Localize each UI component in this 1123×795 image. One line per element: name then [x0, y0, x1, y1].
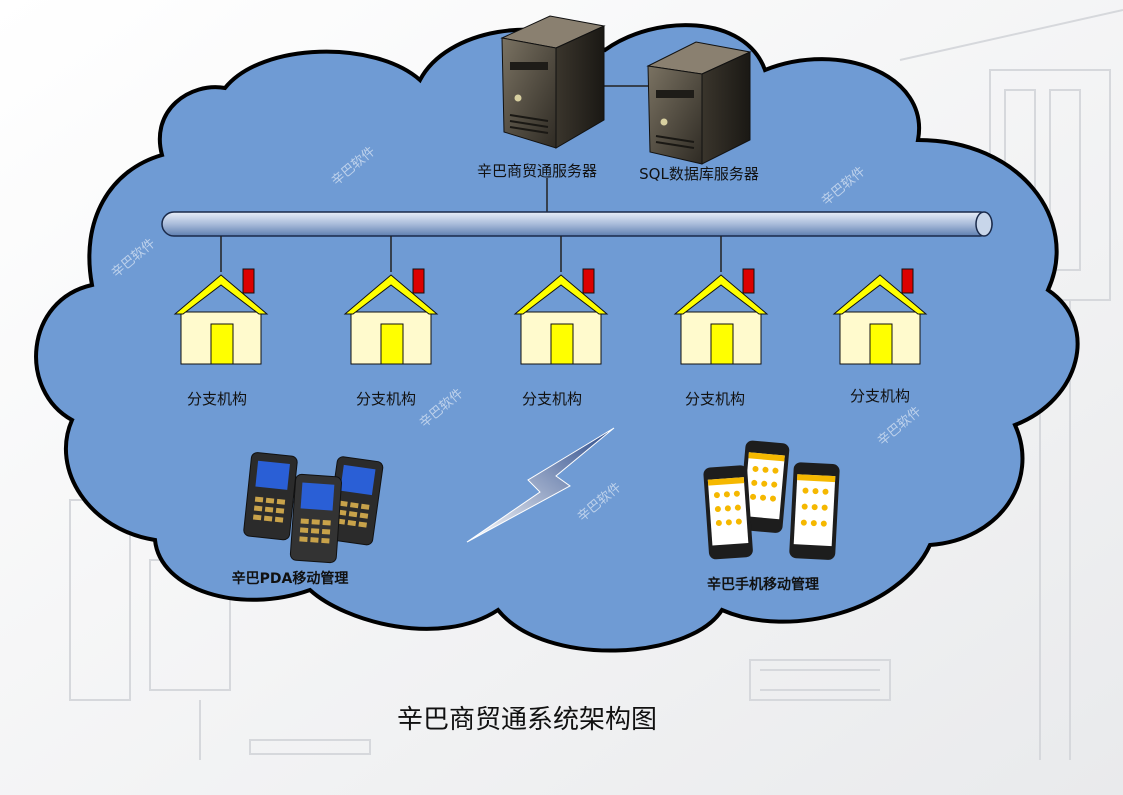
smartphones-icon	[703, 440, 840, 560]
branch-label: 分支机构	[187, 390, 247, 408]
app-server-icon	[500, 15, 606, 149]
db-server-label: SQL数据库服务器	[639, 165, 759, 183]
branch-house-icon	[343, 268, 439, 365]
app-server-label: 辛巴商贸通服务器	[477, 162, 597, 180]
branch-label: 分支机构	[522, 390, 582, 408]
branch-connector-lines	[220, 236, 722, 272]
wireless-lightning-icon	[466, 427, 615, 543]
database-server-icon	[646, 41, 752, 165]
diagram-title: 辛巴商贸通系统架构图	[397, 705, 657, 735]
network-bus	[161, 211, 993, 237]
branch-house-icon	[673, 268, 769, 365]
pda-devices-icon	[243, 452, 384, 564]
branch-label: 分支机构	[850, 387, 910, 405]
branch-label: 分支机构	[356, 390, 416, 408]
branch-house-icon	[173, 268, 269, 365]
phone-label: 辛巴手机移动管理	[707, 576, 819, 593]
branch-house-icon	[832, 268, 928, 365]
pda-label: 辛巴PDA移动管理	[232, 570, 349, 587]
branch-house-icon	[513, 268, 609, 365]
branch-label: 分支机构	[685, 390, 745, 408]
